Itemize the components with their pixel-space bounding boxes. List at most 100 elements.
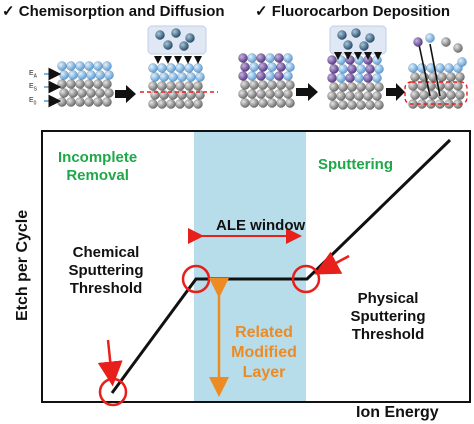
atom: [157, 63, 167, 73]
atom: [249, 80, 259, 90]
atom: [93, 79, 103, 89]
atom: [274, 53, 284, 63]
atom: [453, 81, 463, 91]
atom: [374, 100, 384, 110]
atom: [179, 41, 189, 51]
physical-threshold-label: Physical Sputtering Threshold: [350, 290, 426, 343]
atom: [441, 37, 451, 47]
atom: [193, 81, 203, 91]
atom: [193, 63, 203, 73]
atom: [193, 99, 203, 109]
atom: [102, 97, 112, 107]
atom: [283, 71, 293, 81]
atom: [59, 70, 69, 80]
atom: [444, 81, 454, 91]
atom: [256, 53, 266, 63]
atom: [258, 98, 268, 108]
atom: [408, 63, 418, 73]
atom: [155, 30, 165, 40]
atom: [356, 64, 366, 74]
atom: [57, 61, 67, 71]
atom: [66, 97, 76, 107]
atom: [274, 71, 284, 81]
atom: [329, 64, 339, 74]
atom: [77, 88, 87, 98]
atom: [77, 70, 87, 80]
chemical-threshold-label: Chemical Sputtering Threshold: [68, 244, 144, 297]
atom: [276, 80, 286, 90]
atom: [343, 40, 353, 50]
atom: [93, 61, 103, 71]
right-header-text: Fluorocarbon Deposition: [271, 3, 451, 20]
atom: [455, 72, 465, 82]
lattice-illustrations: [57, 25, 468, 110]
atom: [435, 63, 445, 73]
atom: [57, 79, 67, 89]
atom: [327, 55, 337, 65]
checkmark-icon: ✓: [2, 3, 15, 20]
energy-label-ea: EA: [29, 70, 38, 80]
atom: [256, 71, 266, 81]
atom: [327, 91, 337, 101]
atom: [256, 89, 266, 99]
energy-pointer-arrows: [44, 67, 62, 108]
atom: [175, 81, 185, 91]
atom: [372, 73, 382, 83]
atom: [446, 72, 456, 82]
atom: [95, 70, 105, 80]
atom: [374, 82, 384, 92]
atom: [148, 99, 158, 109]
atom: [247, 89, 257, 99]
atom: [276, 62, 286, 72]
atom: [327, 73, 337, 83]
atom: [337, 30, 347, 40]
atom: [374, 64, 384, 74]
atom: [104, 88, 114, 98]
atom: [159, 72, 169, 82]
atom: [186, 72, 196, 82]
atom: [238, 89, 248, 99]
etch-curve: [110, 138, 452, 394]
atom: [453, 43, 463, 53]
atom: [274, 89, 284, 99]
atom: [338, 64, 348, 74]
atom: [249, 62, 259, 72]
atom: [329, 100, 339, 110]
right-header: ✓ Fluorocarbon Deposition: [255, 4, 450, 19]
atom: [157, 81, 167, 91]
atom: [354, 91, 364, 101]
atom: [247, 53, 257, 63]
atom: [336, 91, 346, 101]
atom: [276, 98, 286, 108]
atom: [265, 89, 275, 99]
atom: [102, 61, 112, 71]
atom: [267, 80, 277, 90]
atom: [372, 55, 382, 65]
atom: [84, 97, 94, 107]
atom: [95, 88, 105, 98]
atom: [356, 82, 366, 92]
atom: [457, 57, 467, 67]
atom: [86, 70, 96, 80]
atom: [410, 90, 420, 100]
atom: [446, 90, 456, 100]
atom: [329, 82, 339, 92]
atom: [184, 99, 194, 109]
atom: [168, 72, 178, 82]
atom: [102, 79, 112, 89]
atom: [57, 97, 67, 107]
atom: [240, 80, 250, 90]
atom: [166, 81, 176, 91]
sputtering-label: Sputtering: [318, 156, 393, 173]
right-arrow-icon: [296, 83, 318, 101]
atom: [365, 100, 375, 110]
atom: [338, 100, 348, 110]
atom: [267, 62, 277, 72]
atom: [66, 79, 76, 89]
atom: [75, 97, 85, 107]
atom: [365, 82, 375, 92]
atom: [347, 100, 357, 110]
atom: [410, 72, 420, 82]
atom: [265, 71, 275, 81]
